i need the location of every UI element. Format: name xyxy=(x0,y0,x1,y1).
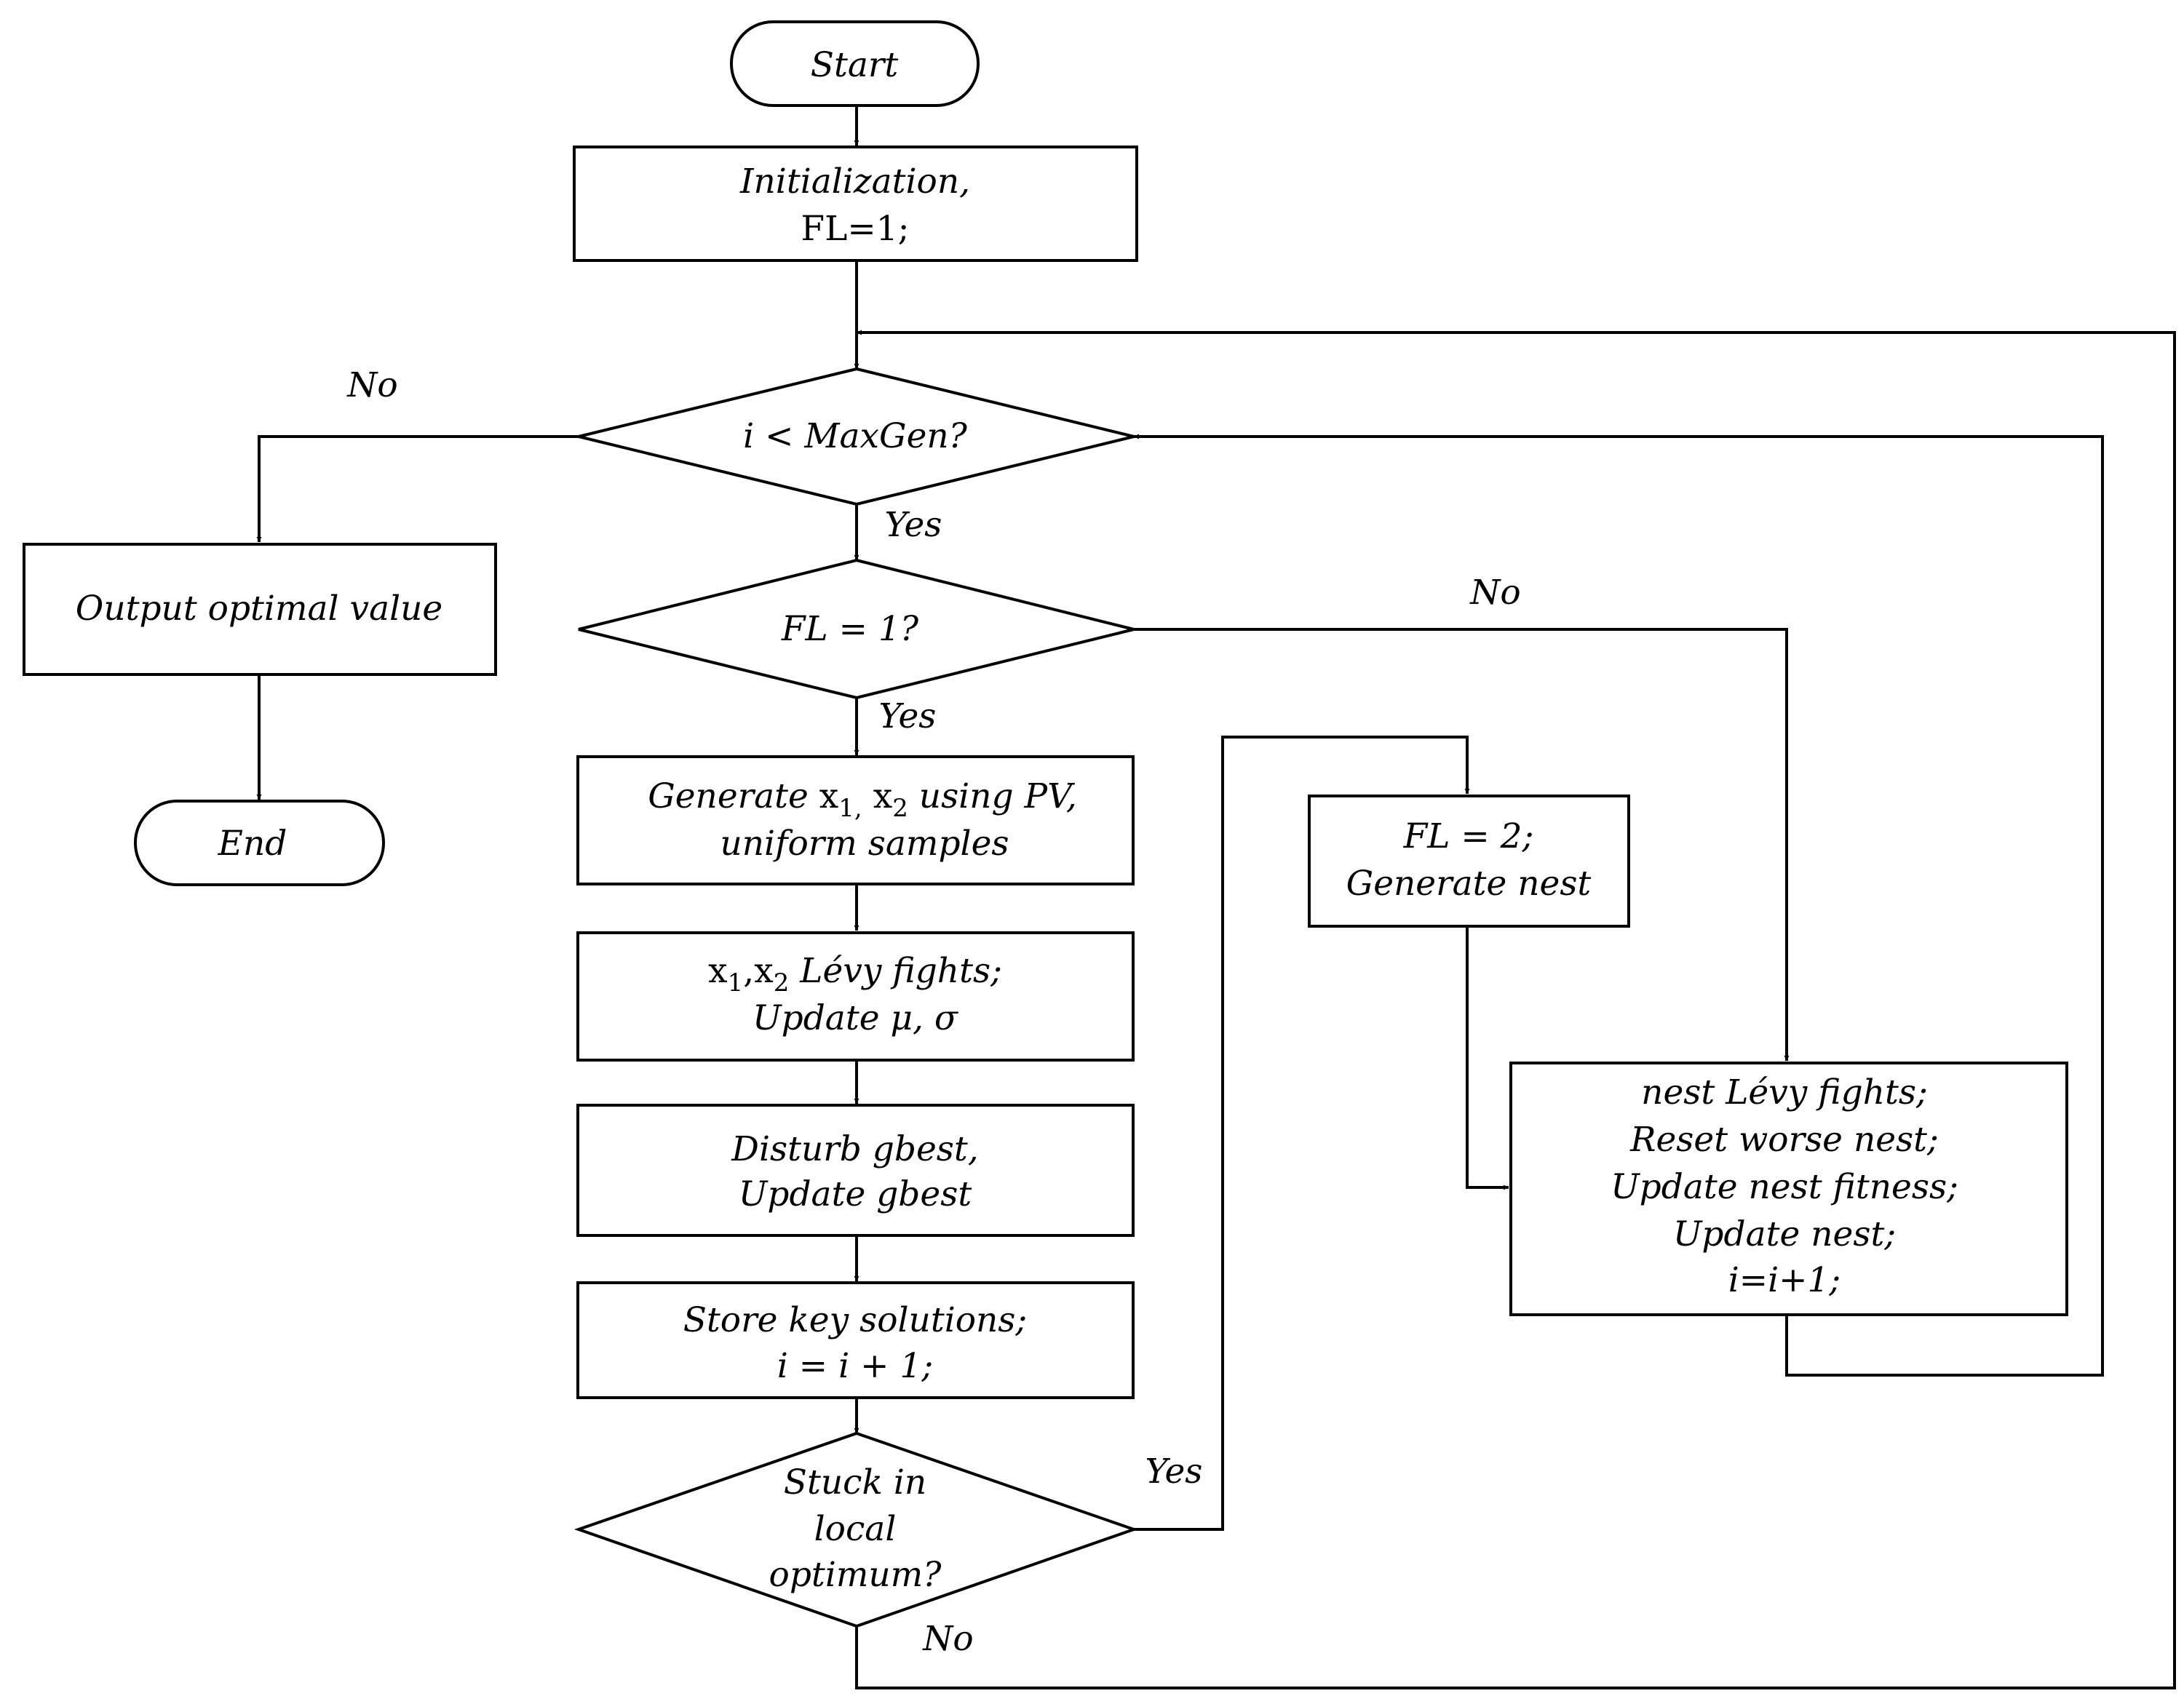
stuck-line1: Stuck in xyxy=(784,1462,926,1502)
store-line1: Store key solutions; xyxy=(683,1300,1028,1340)
generate-line2: uniform samples xyxy=(720,824,1009,864)
disturb-line2: Update gbest xyxy=(739,1174,972,1214)
output-box xyxy=(23,543,497,676)
edge-nest-loop-to-maxgen xyxy=(1134,434,2104,1377)
nest-line2: Reset worse nest; xyxy=(1629,1120,1939,1160)
node-store: Store key solutions; i = i + 1; xyxy=(576,1281,1135,1399)
node-stuck-decision: Stuck in local optimum? xyxy=(573,1431,1139,1628)
nest-line5: i=i+1; xyxy=(1728,1260,1841,1300)
generate-line1: Generate x1, x2 using PV, xyxy=(648,776,1077,823)
fl2-box xyxy=(1308,795,1630,928)
node-disturb: Disturb gbest, Update gbest xyxy=(576,1104,1135,1237)
end-label: End xyxy=(218,824,287,864)
stuck-no-label: No xyxy=(922,1619,973,1659)
nest-line4: Update nest; xyxy=(1673,1214,1896,1254)
edge-labels: No Yes Yes No Yes No xyxy=(346,365,1520,1659)
output-label: Output optimal value xyxy=(76,589,442,629)
store-box xyxy=(576,1281,1135,1399)
stuck-line2: local xyxy=(814,1509,897,1549)
fl1-label: FL = 1? xyxy=(781,609,919,649)
fl2-line2: Generate nest xyxy=(1346,864,1592,904)
maxgen-yes-label: Yes xyxy=(885,505,942,545)
node-initialization: Initialization, FL=1; xyxy=(573,146,1138,262)
levy-line2: Update μ, σ xyxy=(753,998,959,1038)
node-levy: x1,x2 Lévy fights; Update μ, σ xyxy=(576,931,1135,1062)
maxgen-no-label: No xyxy=(346,365,397,405)
nest-box xyxy=(1509,1062,2068,1316)
stuck-line3: optimum? xyxy=(769,1555,942,1595)
end-terminal xyxy=(134,800,385,886)
disturb-line1: Disturb gbest, xyxy=(731,1129,978,1169)
nest-line1: nest Lévy fights; xyxy=(1641,1072,1928,1112)
initialization-line1: Initialization, xyxy=(739,162,970,202)
start-label: Start xyxy=(811,45,899,85)
edges xyxy=(256,105,2176,1689)
edge-fl2-to-nest xyxy=(1466,926,1509,1190)
node-maxgen-decision: i < MaxGen? xyxy=(578,367,1135,506)
initialization-box xyxy=(573,146,1138,262)
levy-box xyxy=(576,931,1135,1062)
node-fl1-decision: FL = 1? xyxy=(578,558,1135,700)
node-generate: Generate x1, x2 using PV, uniform sample… xyxy=(576,755,1135,885)
disturb-box xyxy=(576,1104,1135,1237)
fl1-yes-label: Yes xyxy=(879,696,937,736)
node-fl2: FL = 2; Generate nest xyxy=(1308,795,1630,928)
maxgen-diamond xyxy=(578,367,1135,506)
maxgen-label: i < MaxGen? xyxy=(743,416,968,456)
node-nest: nest Lévy fights; Reset worse nest; Upda… xyxy=(1509,1062,2068,1316)
fl1-no-label: No xyxy=(1469,573,1520,613)
edge-stuck-yes-to-fl2 xyxy=(1134,736,1470,1531)
node-start: Start xyxy=(730,20,980,107)
store-line2: i = i + 1; xyxy=(777,1346,933,1386)
stuck-yes-label: Yes xyxy=(1145,1452,1203,1492)
edge-fl1-no-to-nest xyxy=(1134,628,1790,1061)
node-end: End xyxy=(134,800,385,886)
start-terminal xyxy=(730,20,980,107)
edge-stuck-no-loop xyxy=(855,331,2176,1689)
stuck-diamond xyxy=(573,1431,1139,1628)
initialization-line2: FL=1; xyxy=(801,209,910,249)
node-output: Output optimal value xyxy=(23,543,497,676)
levy-line1: x1,x2 Lévy fights; xyxy=(708,951,1002,998)
nest-line3: Update nest fitness; xyxy=(1611,1167,1958,1207)
fl2-line1: FL = 2; xyxy=(1403,816,1534,856)
edge-maxgen-no-to-output xyxy=(256,435,579,542)
generate-box xyxy=(576,755,1135,885)
fl1-diamond xyxy=(578,558,1135,700)
